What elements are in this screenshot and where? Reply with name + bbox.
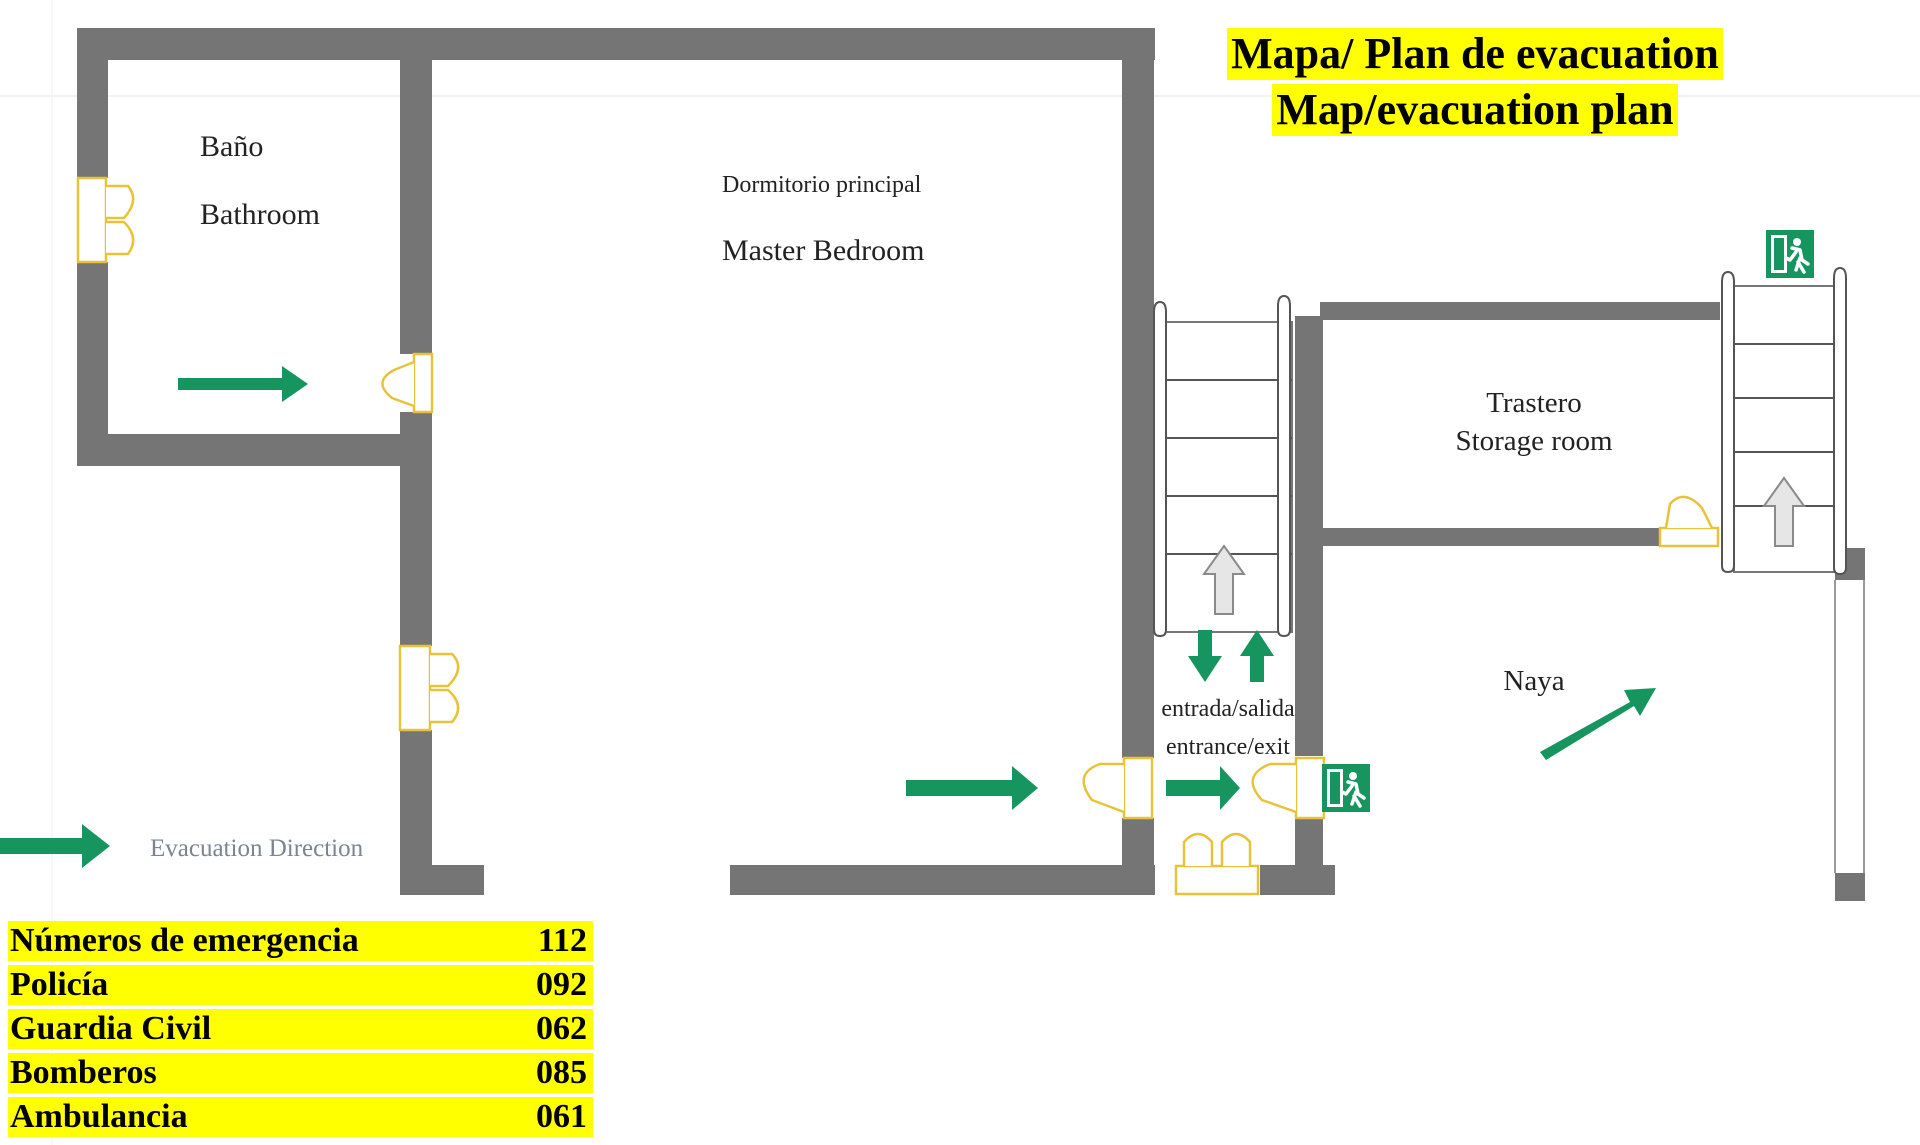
bathroom-label-en: Bathroom: [200, 198, 320, 231]
bedroom-label-en: Master Bedroom: [722, 234, 924, 267]
stair-up-arrow-icon: [1203, 545, 1245, 615]
exit-sign-icon-top: [1764, 228, 1816, 280]
door-bathroom-bedroom: [381, 352, 434, 414]
staircase-left: [1153, 294, 1293, 638]
emergency-label: Policía: [8, 965, 510, 1005]
entrance-label-es: entrada/salida: [1161, 696, 1295, 722]
emergency-label: Números de emergencia: [8, 921, 510, 961]
entrance-label-en: entrance/exit: [1166, 734, 1290, 760]
emergency-label: Guardia Civil: [8, 1009, 510, 1049]
emergency-number: 061: [509, 1097, 593, 1137]
emergency-row: Bomberos 085: [8, 1053, 593, 1093]
staircase-right: [1721, 266, 1847, 576]
door-entrance-bottom: [1174, 832, 1260, 896]
door-bathroom-exterior: [76, 176, 135, 264]
exit-sign-icon-entrance: [1320, 762, 1372, 814]
emergency-row: Guardia Civil 062: [8, 1009, 593, 1049]
arrow-right-icon: [178, 366, 308, 402]
arrow-right-icon: [906, 766, 1038, 810]
legend-evacuation-label: Evacuation Direction: [150, 835, 364, 862]
doors: [76, 176, 1720, 896]
emergency-number: 092: [509, 965, 593, 1005]
walls: [77, 28, 1865, 901]
storage-label-es: Trastero: [1486, 387, 1582, 419]
title-line-2: Map/evacuation plan: [1272, 84, 1678, 136]
emergency-label: Bomberos: [8, 1053, 510, 1093]
naya-label: Naya: [1503, 665, 1564, 697]
arrow-diagonal-icon: [1540, 688, 1656, 760]
bedroom-label-es: Dormitorio principal: [722, 172, 922, 198]
door-left-corridor: [398, 644, 460, 732]
emergency-row: Números de emergencia 112: [8, 921, 593, 961]
stair-up-arrow-icon-right: [1763, 477, 1805, 547]
door-storage: [1658, 495, 1720, 548]
legend-arrow-icon: [0, 824, 110, 868]
emergency-number: 112: [509, 921, 593, 961]
door-bedroom-exit: [1082, 756, 1154, 820]
emergency-number: 062: [509, 1009, 593, 1049]
emergency-label: Ambulancia: [8, 1097, 510, 1137]
emergency-row: Ambulancia 061: [8, 1097, 593, 1137]
evacuation-arrows: [0, 366, 1656, 868]
arrow-up-icon: [1240, 630, 1274, 682]
evacuation-title: Mapa/ Plan de evacuation Map/evacuation …: [1210, 28, 1740, 140]
storage-label-en: Storage room: [1455, 425, 1612, 457]
emergency-numbers-table: Números de emergencia 112 Policía 092 Gu…: [8, 917, 593, 1141]
title-line-1: Mapa/ Plan de evacuation: [1227, 28, 1723, 80]
door-entrance-right: [1251, 756, 1326, 820]
emergency-row: Policía 092: [8, 965, 593, 1005]
emergency-number: 085: [509, 1053, 593, 1093]
arrow-right-icon: [1166, 766, 1240, 810]
arrow-down-icon: [1188, 630, 1222, 682]
bathroom-label-es: Baño: [200, 130, 263, 163]
